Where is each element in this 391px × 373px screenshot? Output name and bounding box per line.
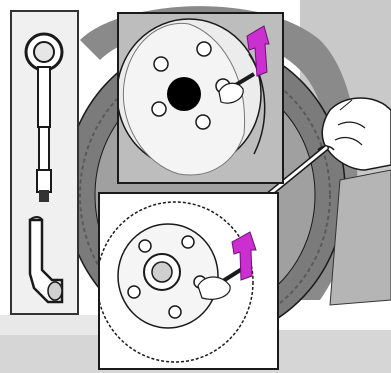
extension-bar-icon xyxy=(30,217,62,302)
lug-wrench-icon xyxy=(26,34,62,202)
tool-panel xyxy=(10,10,79,315)
inset-bottom xyxy=(98,192,279,370)
inset-top xyxy=(117,12,284,184)
wheel-hub-icon xyxy=(100,202,253,362)
